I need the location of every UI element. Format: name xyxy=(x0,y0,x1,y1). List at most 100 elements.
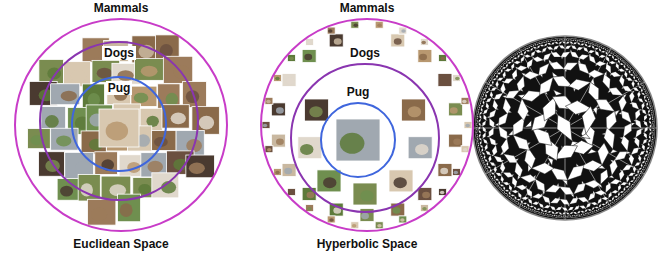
fish-motif xyxy=(497,67,499,69)
fish-motif xyxy=(495,79,498,87)
mammal-photo xyxy=(274,75,282,82)
photo-subject xyxy=(138,184,151,194)
fish-motif xyxy=(476,142,477,143)
fish-motif xyxy=(478,121,481,126)
fish-motif xyxy=(650,150,651,153)
fish-motif xyxy=(645,90,646,93)
photo-subject xyxy=(45,115,59,128)
fish-motif xyxy=(626,192,628,194)
mammal-photo xyxy=(287,55,295,62)
fish-motif xyxy=(654,122,655,124)
fish-motif xyxy=(640,175,642,177)
fish-motif xyxy=(552,216,553,217)
photo-subject xyxy=(465,124,469,128)
mammal-photo xyxy=(271,103,285,116)
mammal-photo xyxy=(306,38,314,45)
fish-motif xyxy=(478,129,481,133)
fish-motif xyxy=(565,212,570,215)
fish-motif xyxy=(525,208,527,210)
fish-motif xyxy=(487,85,488,88)
photo-frame xyxy=(399,27,407,34)
fish-motif xyxy=(554,207,562,212)
photo-subject xyxy=(304,54,312,61)
fish-motif xyxy=(630,188,632,190)
fish-motif xyxy=(546,213,548,215)
fish-motif xyxy=(647,110,650,115)
fish-motif xyxy=(617,54,619,56)
fish-motif xyxy=(483,93,484,96)
fish-motif xyxy=(569,38,571,39)
photo-frame xyxy=(306,205,314,212)
fish-motif xyxy=(604,128,618,154)
fish-motif xyxy=(654,133,655,135)
fish-motif xyxy=(497,187,499,189)
fish-motif xyxy=(575,215,578,217)
fish-motif xyxy=(475,126,476,128)
fish-motif xyxy=(652,118,654,121)
fish-motif xyxy=(594,45,597,46)
fish-motif xyxy=(652,116,654,119)
fish-motif xyxy=(518,52,521,53)
fish-motif xyxy=(501,63,503,65)
photo-subject xyxy=(401,29,405,33)
photo-subject xyxy=(415,144,428,155)
fish-motif xyxy=(476,114,477,115)
photo-subject xyxy=(56,135,71,146)
fish-motif xyxy=(548,39,549,40)
mammal-photo xyxy=(464,122,472,129)
photo-frame xyxy=(389,170,413,192)
photo-subject xyxy=(263,124,267,128)
fish-motif xyxy=(577,40,580,42)
fish-motif xyxy=(571,46,578,51)
photo-frame xyxy=(88,199,116,225)
photo-frame xyxy=(391,34,405,47)
fish-motif xyxy=(632,186,634,188)
fish-motif xyxy=(515,203,517,205)
photo-subject xyxy=(71,70,86,83)
fish-motif xyxy=(489,107,498,118)
fish-motif xyxy=(560,206,567,211)
photo-subject xyxy=(91,208,107,221)
fish-motif xyxy=(543,50,553,60)
photo-frame xyxy=(449,134,463,147)
photo-subject xyxy=(352,224,356,228)
fish-motif xyxy=(650,107,652,110)
fish-motif xyxy=(479,151,481,153)
fish-motif xyxy=(591,211,594,212)
fish-motif xyxy=(643,166,644,169)
photo-frame xyxy=(282,74,296,87)
fish-motif xyxy=(613,202,615,204)
fish-motif xyxy=(643,170,645,172)
fish-motif xyxy=(629,154,634,166)
photo-subject xyxy=(408,106,421,117)
photo-subject xyxy=(267,148,271,152)
photo-subject xyxy=(75,162,91,176)
fish-motif xyxy=(485,165,486,168)
fish-motif xyxy=(641,139,647,146)
fish-motif xyxy=(478,144,480,147)
fish-motif xyxy=(584,47,590,53)
fish-motif xyxy=(584,203,590,209)
fish-motif xyxy=(641,164,643,169)
fish-motif xyxy=(492,180,494,182)
dog-photo xyxy=(389,170,413,192)
photo-frame xyxy=(274,75,282,82)
fish-motif xyxy=(616,201,618,203)
fish-motif xyxy=(548,41,551,43)
fish-motif xyxy=(545,39,546,40)
fish-motif xyxy=(544,213,547,215)
fish-motif xyxy=(648,132,651,136)
photo-frame xyxy=(438,74,452,87)
fish-motif xyxy=(477,148,478,149)
fish-motif xyxy=(639,98,646,104)
photo-subject xyxy=(275,77,279,81)
fish-motif xyxy=(639,177,641,179)
fish-motif xyxy=(645,99,649,103)
fish-motif xyxy=(483,131,488,139)
space-caption: Euclidean Space xyxy=(73,237,168,251)
fish-motif xyxy=(588,45,593,47)
photo-frame xyxy=(351,21,359,28)
photo-subject xyxy=(422,192,430,199)
photo-subject xyxy=(441,57,445,61)
fish-motif xyxy=(582,39,583,40)
